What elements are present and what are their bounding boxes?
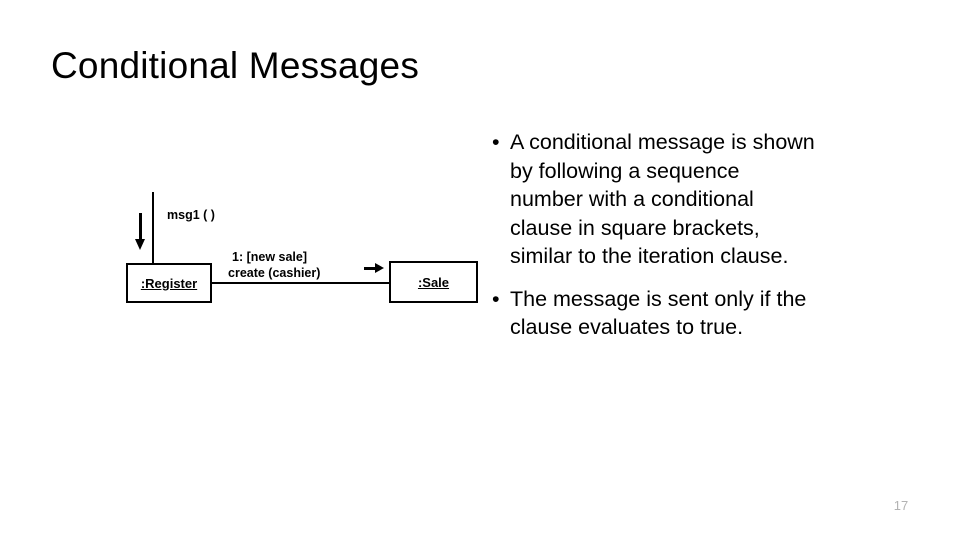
uml-collaboration-diagram: msg1 ( ) :Register 1: [new sale] create … — [126, 192, 478, 303]
link-message-line2: create (cashier) — [228, 266, 321, 280]
right-arrow-head — [375, 263, 384, 273]
self-message-label: msg1 ( ) — [167, 208, 215, 222]
link-message-label: 1: [new sale] create (cashier) — [228, 249, 320, 281]
right-arrow-shaft — [364, 267, 377, 270]
page-number: 17 — [893, 498, 909, 513]
right-arrow-icon — [364, 263, 384, 275]
down-arrow-icon — [133, 213, 149, 250]
object-box-register: :Register — [126, 263, 212, 303]
bullet-list: • A conditional message is shown by foll… — [488, 128, 818, 356]
object-name-sale: :Sale — [417, 274, 450, 290]
down-arrow-head — [135, 239, 145, 250]
list-item: • A conditional message is shown by foll… — [488, 128, 818, 271]
bullet-dot-icon: • — [492, 130, 500, 154]
link-line — [212, 282, 390, 284]
down-arrow-shaft — [139, 213, 142, 241]
object-box-sale: :Sale — [389, 261, 478, 303]
lifeline-vertical-line — [152, 192, 154, 264]
list-item: • The message is sent only if the clause… — [488, 285, 818, 342]
bullet-dot-icon: • — [492, 286, 500, 311]
list-item-text: The message is sent only if the clause e… — [510, 286, 807, 340]
link-message-line1: 1: [new sale] — [232, 250, 308, 264]
page-title: Conditional Messages — [51, 45, 420, 86]
object-name-register: :Register — [140, 275, 198, 291]
list-item-text: A conditional message is shown by follow… — [510, 130, 815, 268]
